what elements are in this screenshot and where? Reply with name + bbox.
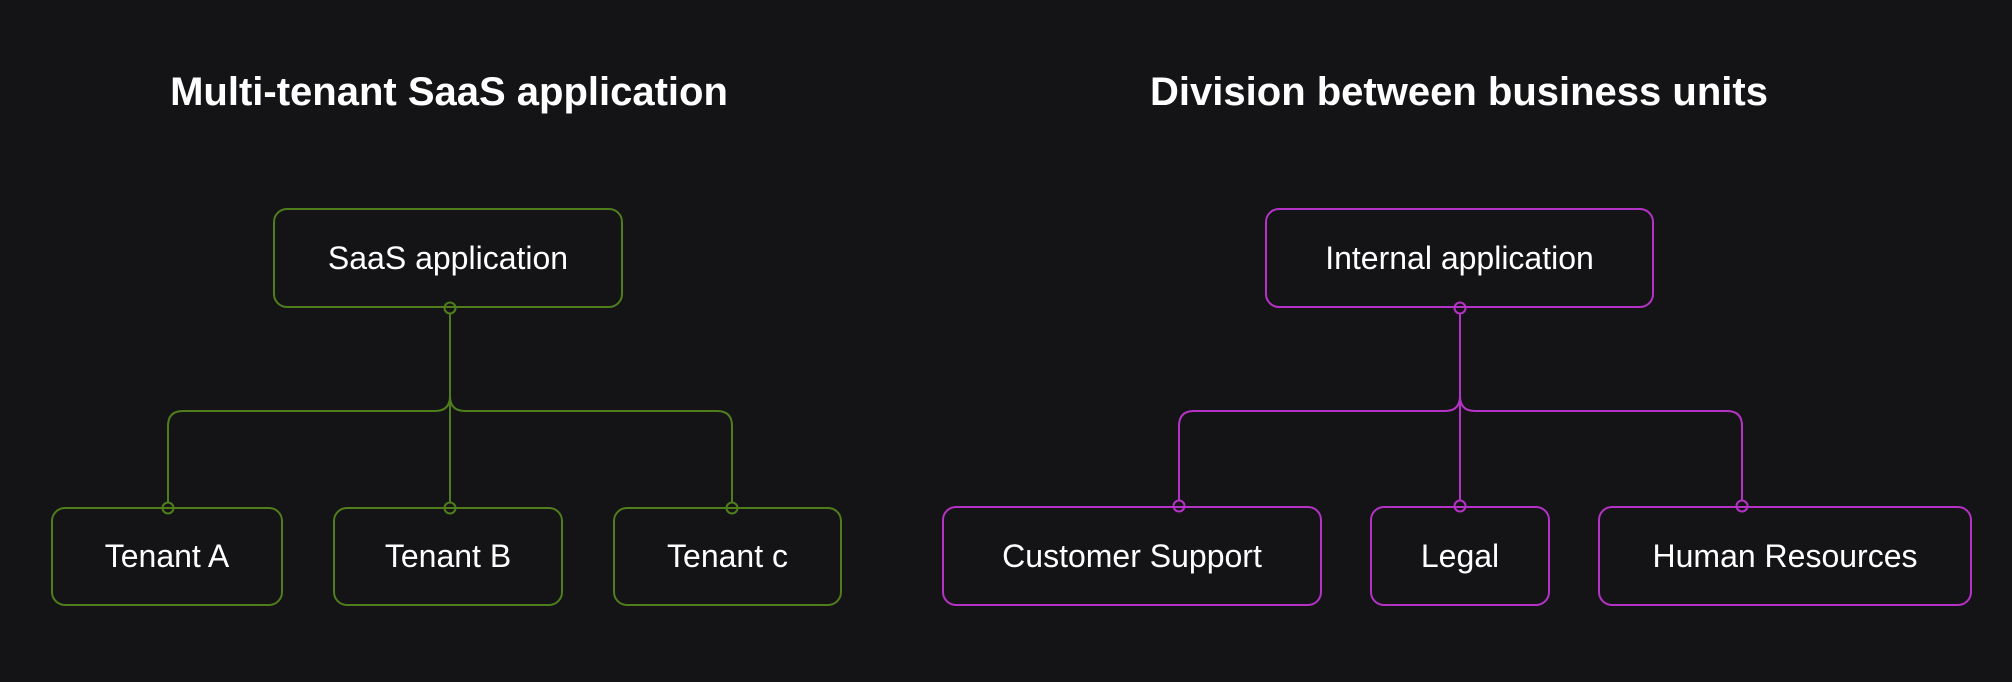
right-connector-human-resources <box>1459 395 1743 507</box>
right-connector-customer-support <box>1178 395 1461 507</box>
node-tenant-a: Tenant A <box>51 507 283 606</box>
left-connector-tenant-a <box>167 395 451 507</box>
left-connector-tenant-c <box>449 395 733 507</box>
node-tenant-c: Tenant c <box>613 507 842 606</box>
left-tree-connectors <box>161 301 739 515</box>
right-port-root <box>1453 301 1467 315</box>
node-legal: Legal <box>1370 506 1550 606</box>
node-human-resources: Human Resources <box>1598 506 1972 606</box>
node-customer-support: Customer Support <box>942 506 1322 606</box>
left-diagram-title: Multi-tenant SaaS application <box>170 70 728 114</box>
node-internal-application: Internal application <box>1265 208 1654 308</box>
node-tenant-b: Tenant B <box>333 507 563 606</box>
left-port-root <box>443 301 457 315</box>
right-diagram-title: Division between business units <box>1150 70 1768 114</box>
right-tree-connectors <box>1172 301 1749 513</box>
node-saas-application: SaaS application <box>273 208 623 308</box>
